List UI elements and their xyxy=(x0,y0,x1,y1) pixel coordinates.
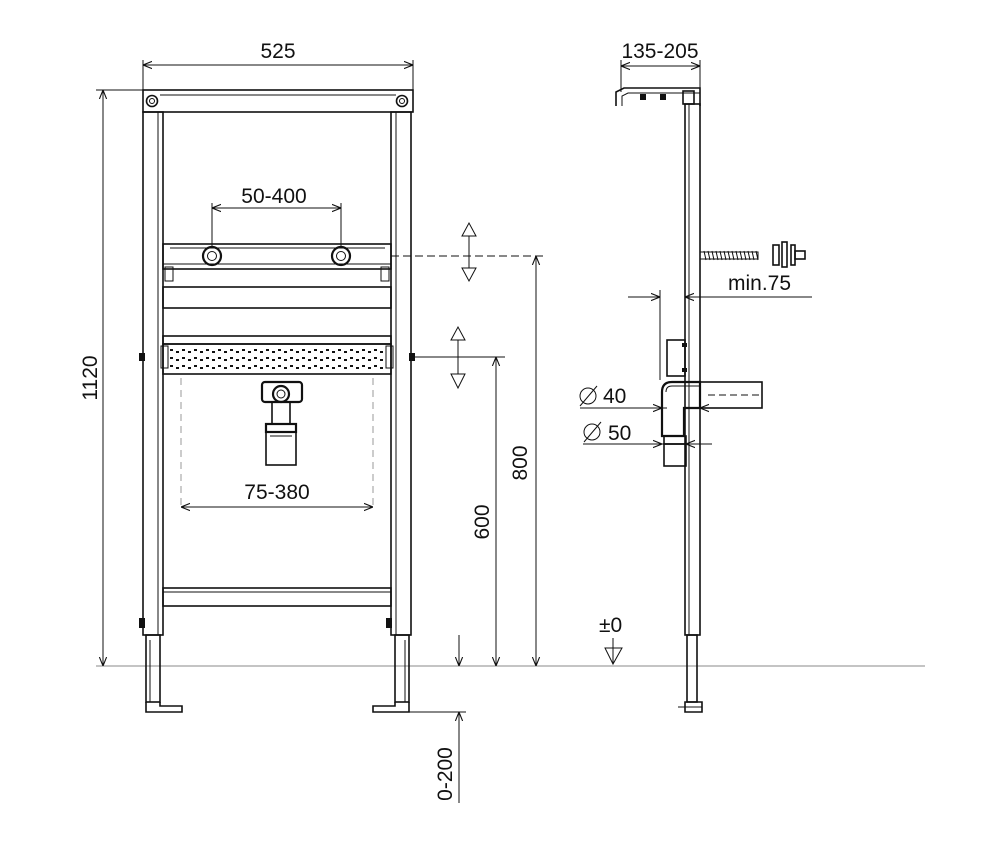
dim-min: min.75 xyxy=(628,272,812,380)
mount-hole-right xyxy=(395,94,409,108)
dim-dia-40: 40 xyxy=(579,385,715,408)
rail-perforation xyxy=(170,349,383,369)
right-upright xyxy=(390,111,412,636)
threaded-rod xyxy=(699,241,806,268)
dim-foot-adjust-label: 0-200 xyxy=(434,747,457,801)
mount-hole-left xyxy=(145,94,159,108)
water-connection-right xyxy=(330,245,352,267)
dim-upper-rail-height: 800 xyxy=(391,255,545,666)
frame-top-bar xyxy=(142,89,414,113)
dim-lower-rail-height: 600 xyxy=(411,356,505,666)
front-view xyxy=(139,89,415,713)
dim-depth-label: 135-205 xyxy=(621,40,698,63)
lower-drain-rail xyxy=(162,335,392,345)
dim-width: 525 xyxy=(142,40,414,90)
dim-dia-50-label: 50 xyxy=(608,422,631,445)
dim-lower-spacing: 75-380 xyxy=(181,481,373,507)
left-upright xyxy=(142,111,164,636)
upper-rail-lower-plate xyxy=(162,286,392,309)
dim-lower-rail-height-label: 600 xyxy=(471,504,494,539)
side-drain-elbow xyxy=(660,380,763,467)
dim-width-label: 525 xyxy=(260,40,295,63)
side-foot xyxy=(678,634,703,713)
side-fitting-block xyxy=(666,339,686,377)
water-connection-left xyxy=(201,245,223,267)
dim-dia-50: 50 xyxy=(583,421,712,445)
dim-upper-spacing-label: 50-400 xyxy=(241,185,306,208)
right-foot xyxy=(372,634,410,713)
dim-dia-40-label: 40 xyxy=(603,385,626,408)
dim-height-label: 1120 xyxy=(79,355,102,400)
dim-upper-spacing: 50-400 xyxy=(211,185,342,246)
dim-depth: 135-205 xyxy=(620,40,701,92)
wall-bracket xyxy=(615,87,701,106)
diameter-symbol-50 xyxy=(583,423,601,441)
drain-fitting xyxy=(260,380,304,466)
bottom-cross-bar xyxy=(162,587,392,607)
floor-level-marker: ±0 xyxy=(599,614,623,666)
diameter-symbol-40 xyxy=(579,387,597,405)
floor-level-label: ±0 xyxy=(599,614,622,637)
dim-foot-adjust: 0-200 xyxy=(409,635,466,803)
left-foot xyxy=(145,634,183,713)
adjust-arrow-upper xyxy=(461,221,477,283)
dim-lower-spacing-label: 75-380 xyxy=(244,481,309,504)
dim-min-label: min.75 xyxy=(728,272,791,295)
dim-height: 1120 xyxy=(79,89,143,666)
side-upright xyxy=(684,103,701,636)
side-view xyxy=(615,87,806,713)
dim-upper-rail-height-label: 800 xyxy=(509,445,532,480)
